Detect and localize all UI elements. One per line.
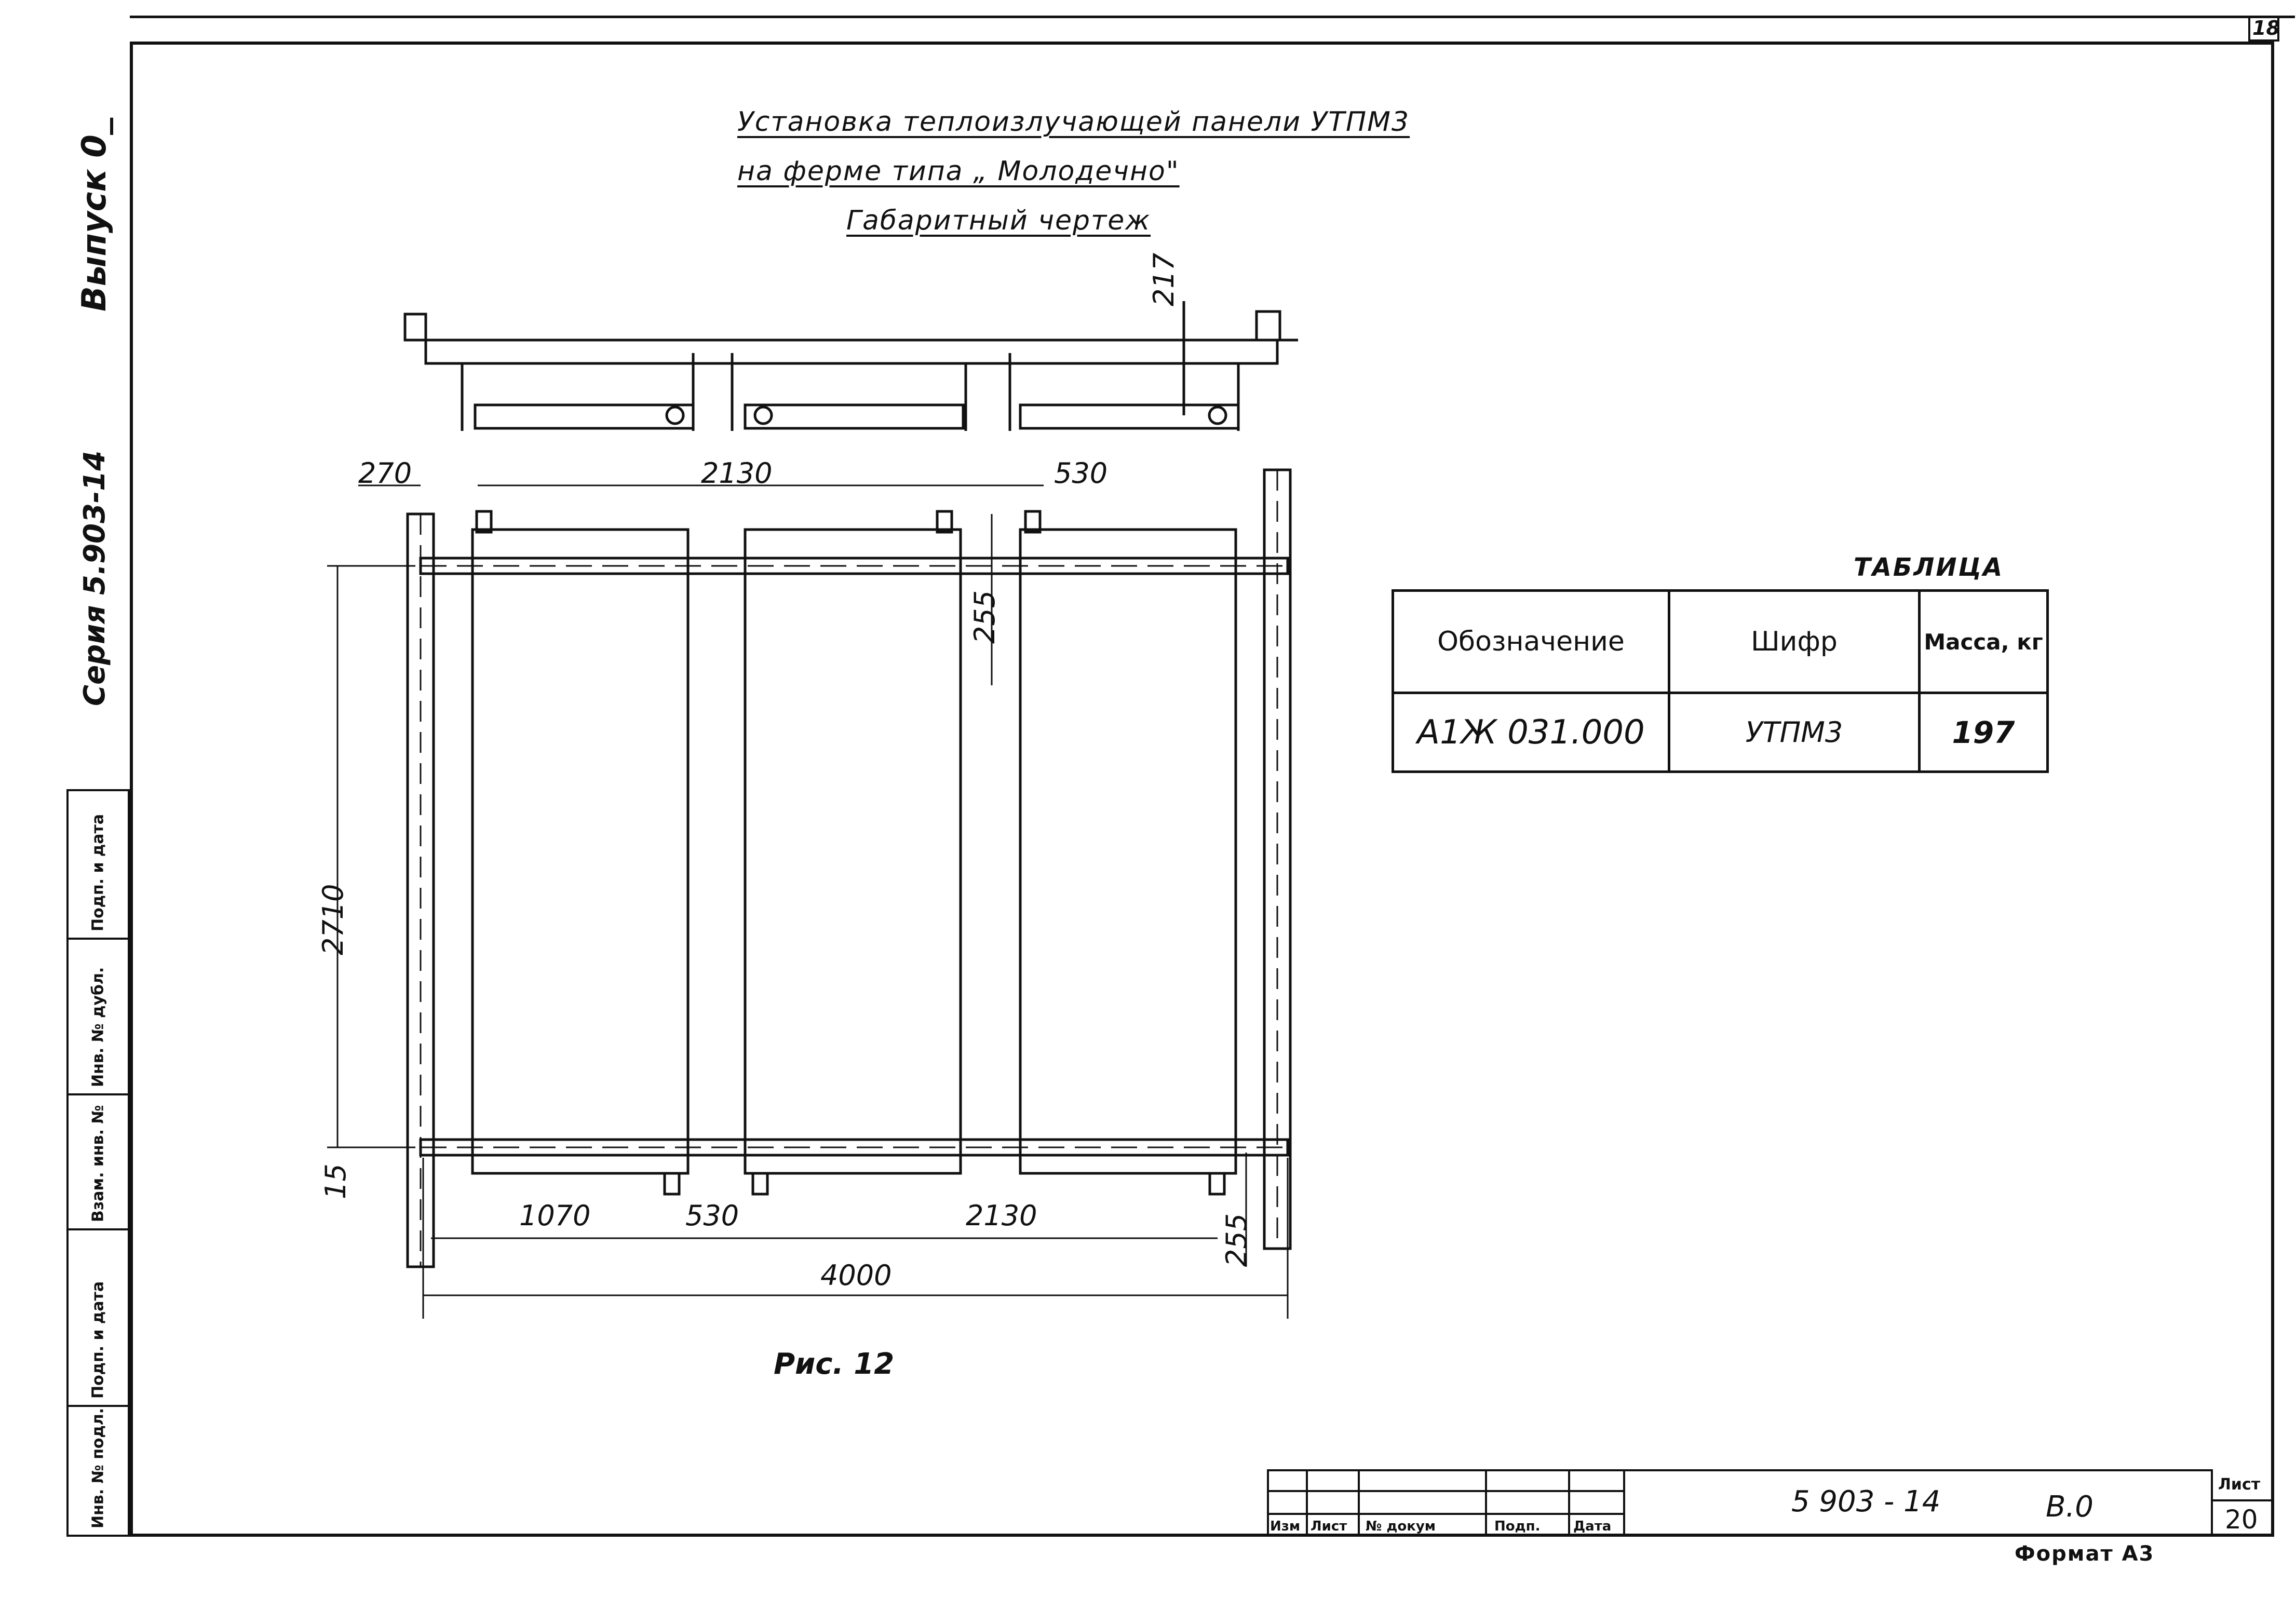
dim-4000: 4000 [820,1259,892,1292]
header-code: Шифр [1668,589,1921,694]
header-designation: Обозначение [1392,589,1670,694]
header-mass: Масса, кг [1918,589,2049,694]
sheet-box [2211,1469,2274,1537]
title-line-1: Установка теплоизлучающей панели УТПМ3 [737,106,1410,138]
sheet-number: 20 [2225,1505,2258,1535]
stamp-col-sign: Подп. [1494,1519,1541,1534]
stamp-col-date: Дата [1573,1519,1612,1534]
figure-caption: Рис. 12 [774,1347,895,1381]
sheet-label: Лист [2218,1475,2261,1494]
table-header-row: Обозначение Шифр Масса, кг [1392,589,2049,694]
sheet-box-divider [2211,1499,2274,1501]
format-label: Формат А3 [2015,1542,2155,1566]
sheet-frame [130,42,2274,1537]
stamp-main [1623,1469,2212,1539]
stamp-col-sheet: Лист [1311,1519,1347,1534]
stamp-col-change: Изм [1270,1519,1301,1534]
dim-217: 217 [1147,252,1180,306]
document-code: 5 903 - 14 [1791,1485,1941,1519]
cell-mass: 197 [1918,692,2049,773]
top-rule [130,16,2295,18]
dim-2130-bottom: 2130 [966,1199,1037,1232]
title-line-2: на ферме типа „ Молодечно" [737,156,1180,187]
dim-2130-top: 2130 [701,457,773,490]
cell-designation: А1Ж 031.000 [1392,692,1670,773]
dim-2710: 2710 [317,884,349,955]
cell-code: УТПМ3 [1668,692,1921,773]
dim-255-bottom: 255 [1220,1213,1253,1267]
dim-530-top: 530 [1054,457,1108,490]
dim-270: 270 [358,457,412,490]
sheet-number-box [2248,16,2279,42]
table-row: А1Ж 031.000 УТПМ3 197 [1392,692,2049,773]
sheet-number-top: 18 [2252,17,2280,39]
title-line-3: Габаритный чертеж [846,205,1151,236]
stamp-grid: Изм Лист № докум Подп. Дата [1267,1469,1625,1537]
section-code: В.0 [2046,1490,2094,1524]
spec-table: Обозначение Шифр Масса, кг А1Ж 031.000 У… [1392,589,2049,773]
dim-530-bottom: 530 [685,1199,739,1232]
stamp-col-doc: № докум [1366,1519,1436,1534]
dim-1070: 1070 [519,1199,591,1232]
dim-255-top: 255 [968,590,1001,644]
table-caption: ТАБЛИЦА [1854,553,2004,582]
dim-15: 15 [319,1163,352,1199]
strip-cell-orig-inv: Инв. № подл. [66,1405,130,1537]
